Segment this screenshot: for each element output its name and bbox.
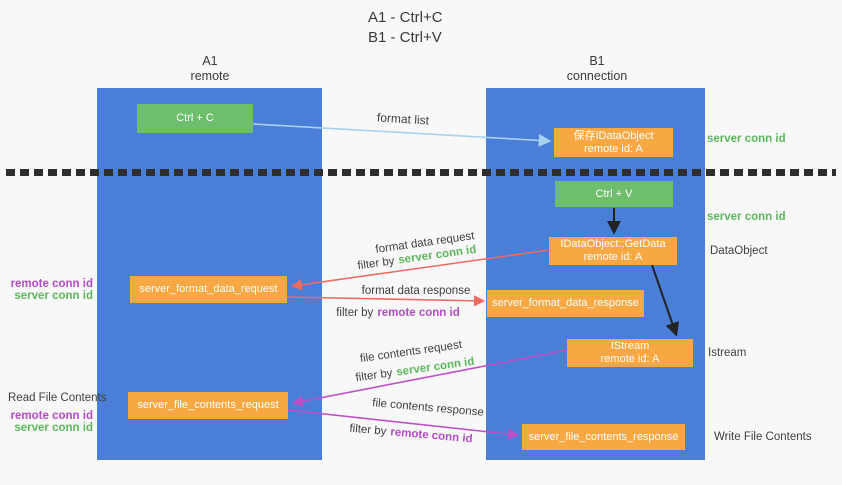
column-b1-name: B1	[589, 54, 605, 68]
filter-by-text: filter by	[356, 255, 396, 273]
right-server-conn-id-middle: server conn id	[707, 211, 786, 223]
title-line-2: B1 - Ctrl+V	[368, 29, 442, 46]
server-file-contents-request-label: server_file_contents_request	[137, 399, 279, 411]
right-dataobject-label: DataObject	[710, 245, 768, 257]
ctrl-c-box: Ctrl + C	[137, 104, 253, 133]
column-header-a1: A1 remote	[191, 54, 230, 84]
ctrl-v-box: Ctrl + V	[555, 181, 673, 207]
right-istream-label: Istream	[708, 347, 747, 359]
server-format-data-response-box: server_format_data_response	[487, 290, 644, 317]
diagram-title: A1 - Ctrl+C B1 - Ctrl+V	[368, 8, 443, 48]
column-header-b1: B1 connection	[567, 54, 627, 84]
server-file-contents-request-box: server_file_contents_request	[128, 392, 288, 419]
server-conn-id-text: server conn id	[395, 355, 476, 379]
left-remote-conn-id-2: remote conn id	[10, 410, 93, 422]
right-write-file-contents-label: Write File Contents	[714, 431, 812, 443]
title-line-1: A1 - Ctrl+C	[368, 9, 443, 26]
save-dataobject-line2: remote id: A	[584, 142, 643, 155]
server-format-data-request-box: server_format_data_request	[130, 276, 287, 303]
read-file-contents-label: Read File Contents	[8, 392, 107, 404]
column-a1-name: A1	[202, 54, 218, 68]
server-format-data-response-label: server_format_data_response	[492, 297, 639, 309]
ctrl-c-label: Ctrl + C	[176, 112, 214, 124]
filter-by-text: filter by	[348, 422, 387, 438]
left-server-conn-id-2: server conn id	[14, 422, 93, 434]
filter-by-text: filter by	[354, 367, 394, 385]
left-remote-conn-id-1: remote conn id	[10, 278, 93, 290]
column-b1-subtitle: connection	[566, 69, 628, 83]
format-list-label: format list	[376, 110, 430, 128]
getdata-box: IDataObject::GetData remote id: A	[549, 237, 677, 265]
getdata-line2: remote id: A	[583, 251, 643, 263]
istream-line1: IStream	[610, 340, 650, 352]
right-server-conn-id-top: server conn id	[707, 133, 786, 145]
istream-line2: remote id: A	[600, 353, 660, 365]
server-format-data-request-label: server_format_data_request	[139, 283, 278, 295]
column-a1-subtitle: remote	[190, 69, 230, 83]
getdata-line1: IDataObject::GetData	[560, 238, 666, 250]
remote-conn-id-text: remote conn id	[377, 307, 460, 319]
server-file-contents-response-label: server_file_contents_response	[528, 430, 679, 443]
server-file-contents-response-box: server_file_contents_response	[522, 424, 685, 450]
copy-paste-separator-line	[6, 169, 836, 176]
format-data-response-label: format data response	[361, 285, 471, 297]
save-dataobject-box: 保存IDataObject remote id: A	[554, 128, 673, 157]
left-conn-id-pair-2: remote conn id server conn id	[0, 410, 93, 434]
left-server-conn-id-1: server conn id	[14, 290, 93, 302]
filter-by-text: filter by	[336, 307, 374, 319]
left-conn-id-pair-1: remote conn id server conn id	[0, 278, 93, 302]
save-dataobject-line1: 保存IDataObject	[573, 129, 654, 142]
file-contents-response-label: file contents response	[371, 397, 485, 419]
istream-box: IStream remote id: A	[567, 339, 693, 367]
remote-conn-id-text: remote conn id	[389, 426, 474, 446]
ctrl-v-label: Ctrl + V	[595, 187, 633, 200]
